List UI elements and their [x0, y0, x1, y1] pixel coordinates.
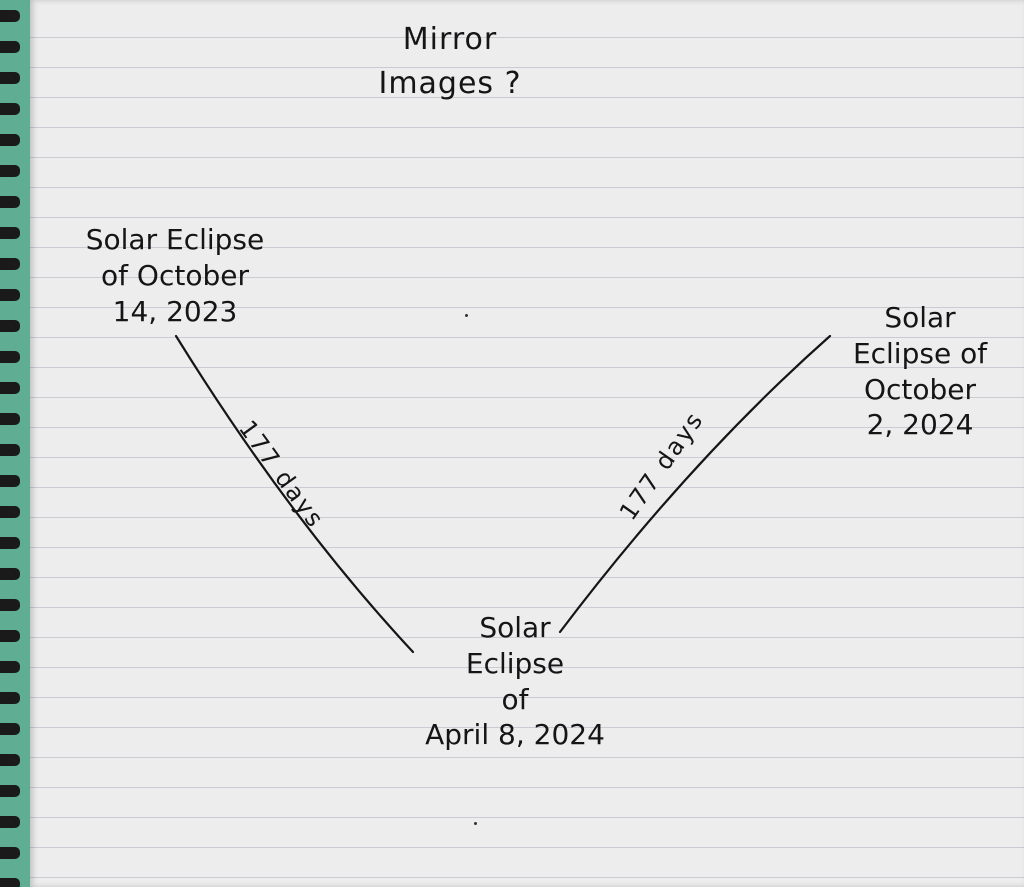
- spiral-coil: [0, 847, 20, 859]
- node-left-line-3: 14, 2023: [112, 294, 238, 328]
- title-line-2: Images ?: [378, 65, 522, 101]
- spiral-coil: [0, 289, 20, 301]
- spiral-coil: [0, 10, 20, 22]
- spiral-coil: [0, 320, 20, 332]
- pencil-dot-lower: [474, 822, 477, 825]
- node-left-line-1: Solar Eclipse: [85, 223, 265, 256]
- node-right-line-3: October: [863, 372, 977, 406]
- node-bottom-line-2: Eclipse: [465, 646, 565, 680]
- spiral-coil: [0, 258, 20, 270]
- node-eclipse-oct-2024: Solar Eclipse of October 2, 2024: [800, 300, 1024, 443]
- node-eclipse-apr-2024: Solar Eclipse of April 8, 2024: [365, 610, 665, 753]
- edge-left-line: [174, 334, 415, 654]
- node-right-line-4: 2, 2024: [866, 408, 974, 442]
- spiral-binding: [0, 0, 30, 887]
- spiral-coil: [0, 165, 20, 177]
- spiral-coil: [0, 196, 20, 208]
- spiral-coil: [0, 630, 20, 642]
- spiral-coil: [0, 227, 20, 239]
- spiral-coil: [0, 692, 20, 704]
- pencil-dot-upper: [465, 314, 468, 317]
- spiral-coil: [0, 506, 20, 518]
- spiral-coil: [0, 351, 20, 363]
- spiral-coil: [0, 444, 20, 456]
- node-bottom-line-3: of: [501, 682, 529, 716]
- diagram-title: Mirror Images ?: [0, 18, 900, 105]
- spiral-coil: [0, 816, 20, 828]
- node-right-line-1: Solar: [884, 301, 956, 334]
- spiral-coil: [0, 754, 20, 766]
- edge-right-line: [558, 334, 832, 634]
- spiral-coil: [0, 537, 20, 549]
- lined-paper: [30, 0, 1024, 887]
- spiral-coil: [0, 878, 20, 887]
- title-line-1: Mirror: [402, 22, 498, 57]
- spiral-coil: [0, 661, 20, 673]
- node-bottom-line-4: April 8, 2024: [425, 718, 605, 752]
- spiral-coil: [0, 134, 20, 146]
- spiral-coil: [0, 723, 20, 735]
- node-bottom-line-1: Solar: [479, 611, 551, 644]
- spiral-coil: [0, 568, 20, 580]
- spiral-coil: [0, 785, 20, 797]
- spiral-coil: [0, 475, 20, 487]
- spiral-coil: [0, 413, 20, 425]
- spiral-coil: [0, 41, 20, 53]
- spiral-coil: [0, 599, 20, 611]
- spiral-coil: [0, 72, 20, 84]
- node-left-line-2: of October: [101, 258, 249, 292]
- spiral-coil: [0, 103, 20, 115]
- edge-left-label: 177 days: [233, 415, 330, 533]
- node-eclipse-oct-2023: Solar Eclipse of October 14, 2023: [40, 222, 310, 329]
- node-right-line-2: Eclipse of: [852, 336, 988, 370]
- spiral-coil: [0, 382, 20, 394]
